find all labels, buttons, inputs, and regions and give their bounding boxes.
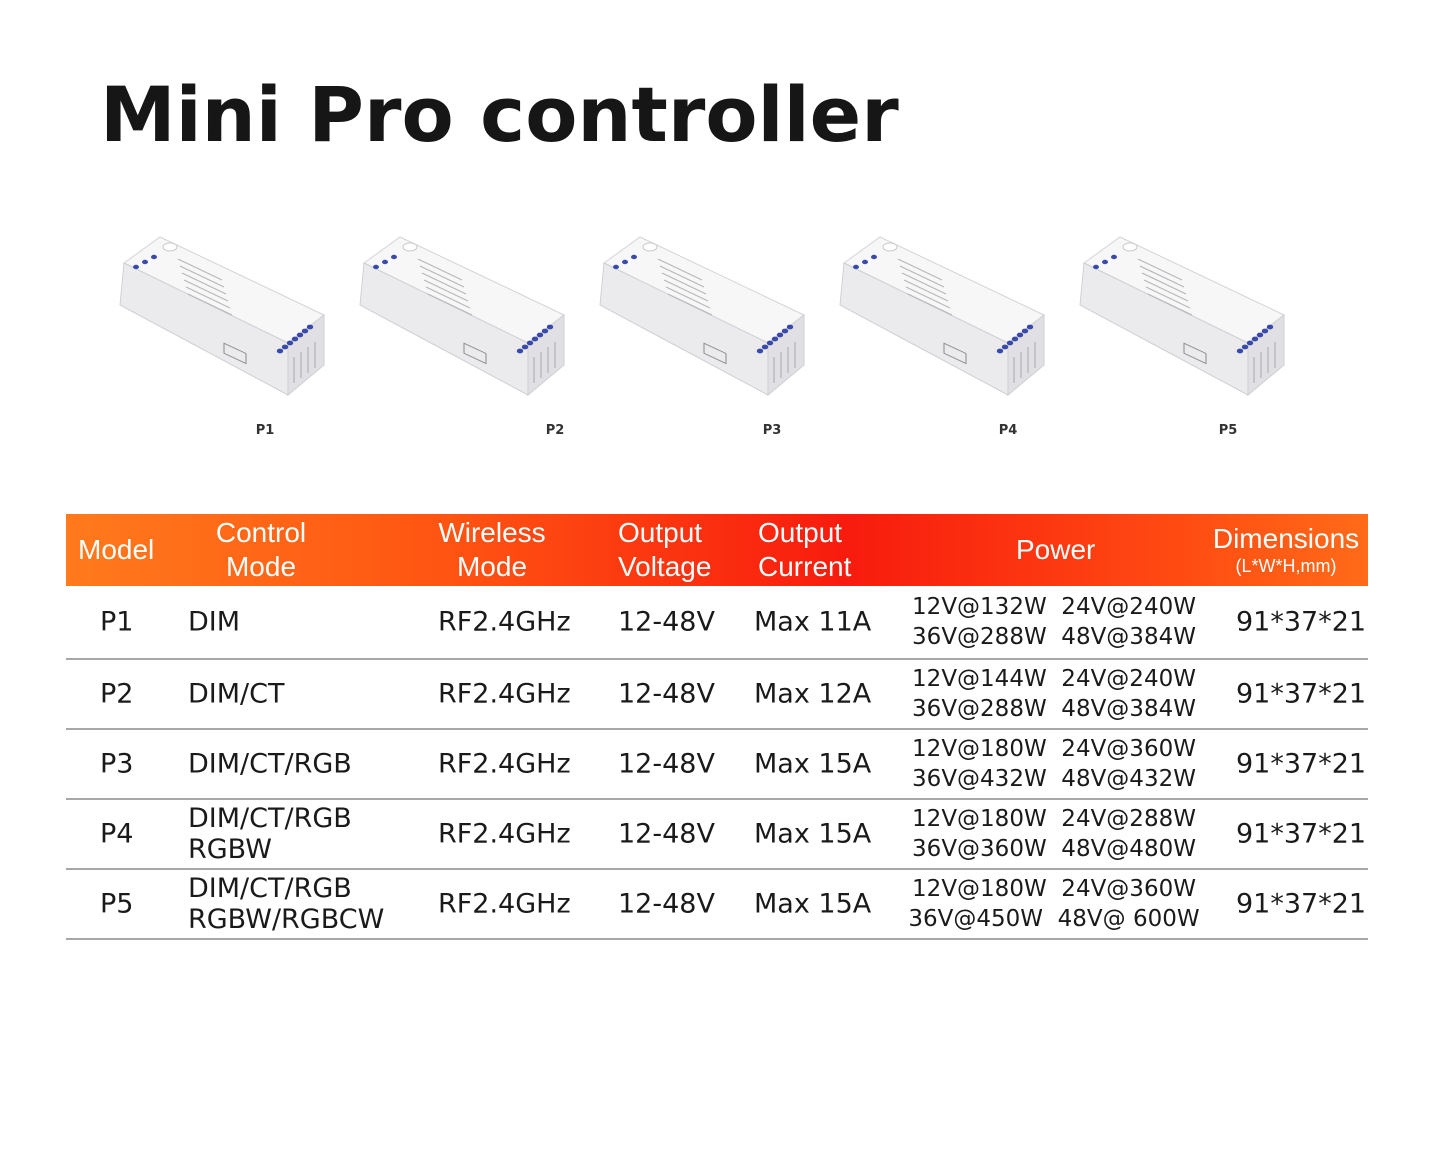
table-row: P3 DIM/CT/RGB RF2.4GHz 12-48V Max 15A 12… <box>66 730 1368 800</box>
cell-dimensions: 91*37*21 <box>1236 818 1367 850</box>
cell-voltage: 12-48V <box>618 606 715 638</box>
page-title: Mini Pro controller <box>100 70 899 159</box>
controller-icon <box>1079 236 1285 397</box>
table-row: P1 DIM RF2.4GHz 12-48V Max 11A 12V@132W … <box>66 586 1368 660</box>
header-dimensions: Dimensions (L*W*H,mm) <box>1212 523 1360 576</box>
cell-wireless: RF2.4GHz <box>438 748 571 780</box>
cell-current: Max 15A <box>754 888 872 920</box>
cell-wireless: RF2.4GHz <box>438 818 571 850</box>
cell-wireless: RF2.4GHz <box>438 888 571 920</box>
cell-current: Max 11A <box>754 606 872 638</box>
controller-icon <box>839 236 1045 397</box>
cell-model: P1 <box>100 606 134 638</box>
cell-voltage: 12-48V <box>618 748 715 780</box>
cell-dimensions: 91*37*21 <box>1236 888 1367 920</box>
table-header: Model Control Mode Wireless Mode Output … <box>66 514 1368 586</box>
cell-model: P5 <box>100 888 134 920</box>
product-label: P4 <box>998 423 1018 438</box>
header-wireless-mode: Wireless Mode <box>438 517 546 582</box>
product-image-p2 <box>352 225 572 405</box>
cell-dimensions: 91*37*21 <box>1236 748 1367 780</box>
cell-current: Max 15A <box>754 748 872 780</box>
cell-power: 12V@144W 24V@240W 36V@288W 48V@384W <box>912 666 1196 722</box>
table-body: P1 DIM RF2.4GHz 12-48V Max 11A 12V@132W … <box>66 586 1368 940</box>
cell-control-mode: DIM <box>188 606 241 638</box>
controller-icon <box>119 236 325 397</box>
cell-model: P4 <box>100 818 134 850</box>
product-label: P1 <box>255 423 275 438</box>
cell-power: 12V@180W 24V@360W 36V@450W 48V@ 600W <box>908 876 1200 932</box>
cell-control-mode: DIM/CT/RGB <box>188 748 352 780</box>
cell-model: P2 <box>100 678 134 710</box>
product-label: P2 <box>545 423 565 438</box>
cell-wireless: RF2.4GHz <box>438 678 571 710</box>
cell-voltage: 12-48V <box>618 818 715 850</box>
cell-wireless: RF2.4GHz <box>438 606 571 638</box>
cell-voltage: 12-48V <box>618 888 715 920</box>
product-image-p5 <box>1072 225 1292 405</box>
table-row: P2 DIM/CT RF2.4GHz 12-48V Max 12A 12V@14… <box>66 660 1368 730</box>
header-output-voltage: Output Voltage <box>618 517 712 582</box>
cell-dimensions: 91*37*21 <box>1236 606 1367 638</box>
header-control-mode: Control Mode <box>215 517 307 582</box>
controller-icon <box>599 236 805 397</box>
header-power: Power <box>1016 534 1096 565</box>
cell-dimensions: 91*37*21 <box>1236 678 1367 710</box>
cell-power: 12V@132W 24V@240W 36V@288W 48V@384W <box>912 594 1196 650</box>
cell-power: 12V@180W 24V@288W 36V@360W 48V@480W <box>912 806 1196 862</box>
spec-table: Model Control Mode Wireless Mode Output … <box>66 514 1368 940</box>
cell-current: Max 15A <box>754 818 872 850</box>
product-gallery: P1 P2 P3 P4 P5 <box>0 225 1440 445</box>
header-output-current: Output Current <box>758 517 852 582</box>
product-image-p3 <box>592 225 812 405</box>
cell-power: 12V@180W 24V@360W 36V@432W 48V@432W <box>912 736 1196 792</box>
product-image-p1 <box>112 225 332 405</box>
cell-current: Max 12A <box>754 678 872 710</box>
product-label: P3 <box>762 423 782 438</box>
cell-control-mode: DIM/CT <box>188 678 285 710</box>
cell-model: P3 <box>100 748 134 780</box>
controller-icon <box>359 236 565 397</box>
product-label: P5 <box>1218 423 1238 438</box>
product-image-p4 <box>832 225 1052 405</box>
header-model: Model <box>78 534 155 565</box>
cell-voltage: 12-48V <box>618 678 715 710</box>
